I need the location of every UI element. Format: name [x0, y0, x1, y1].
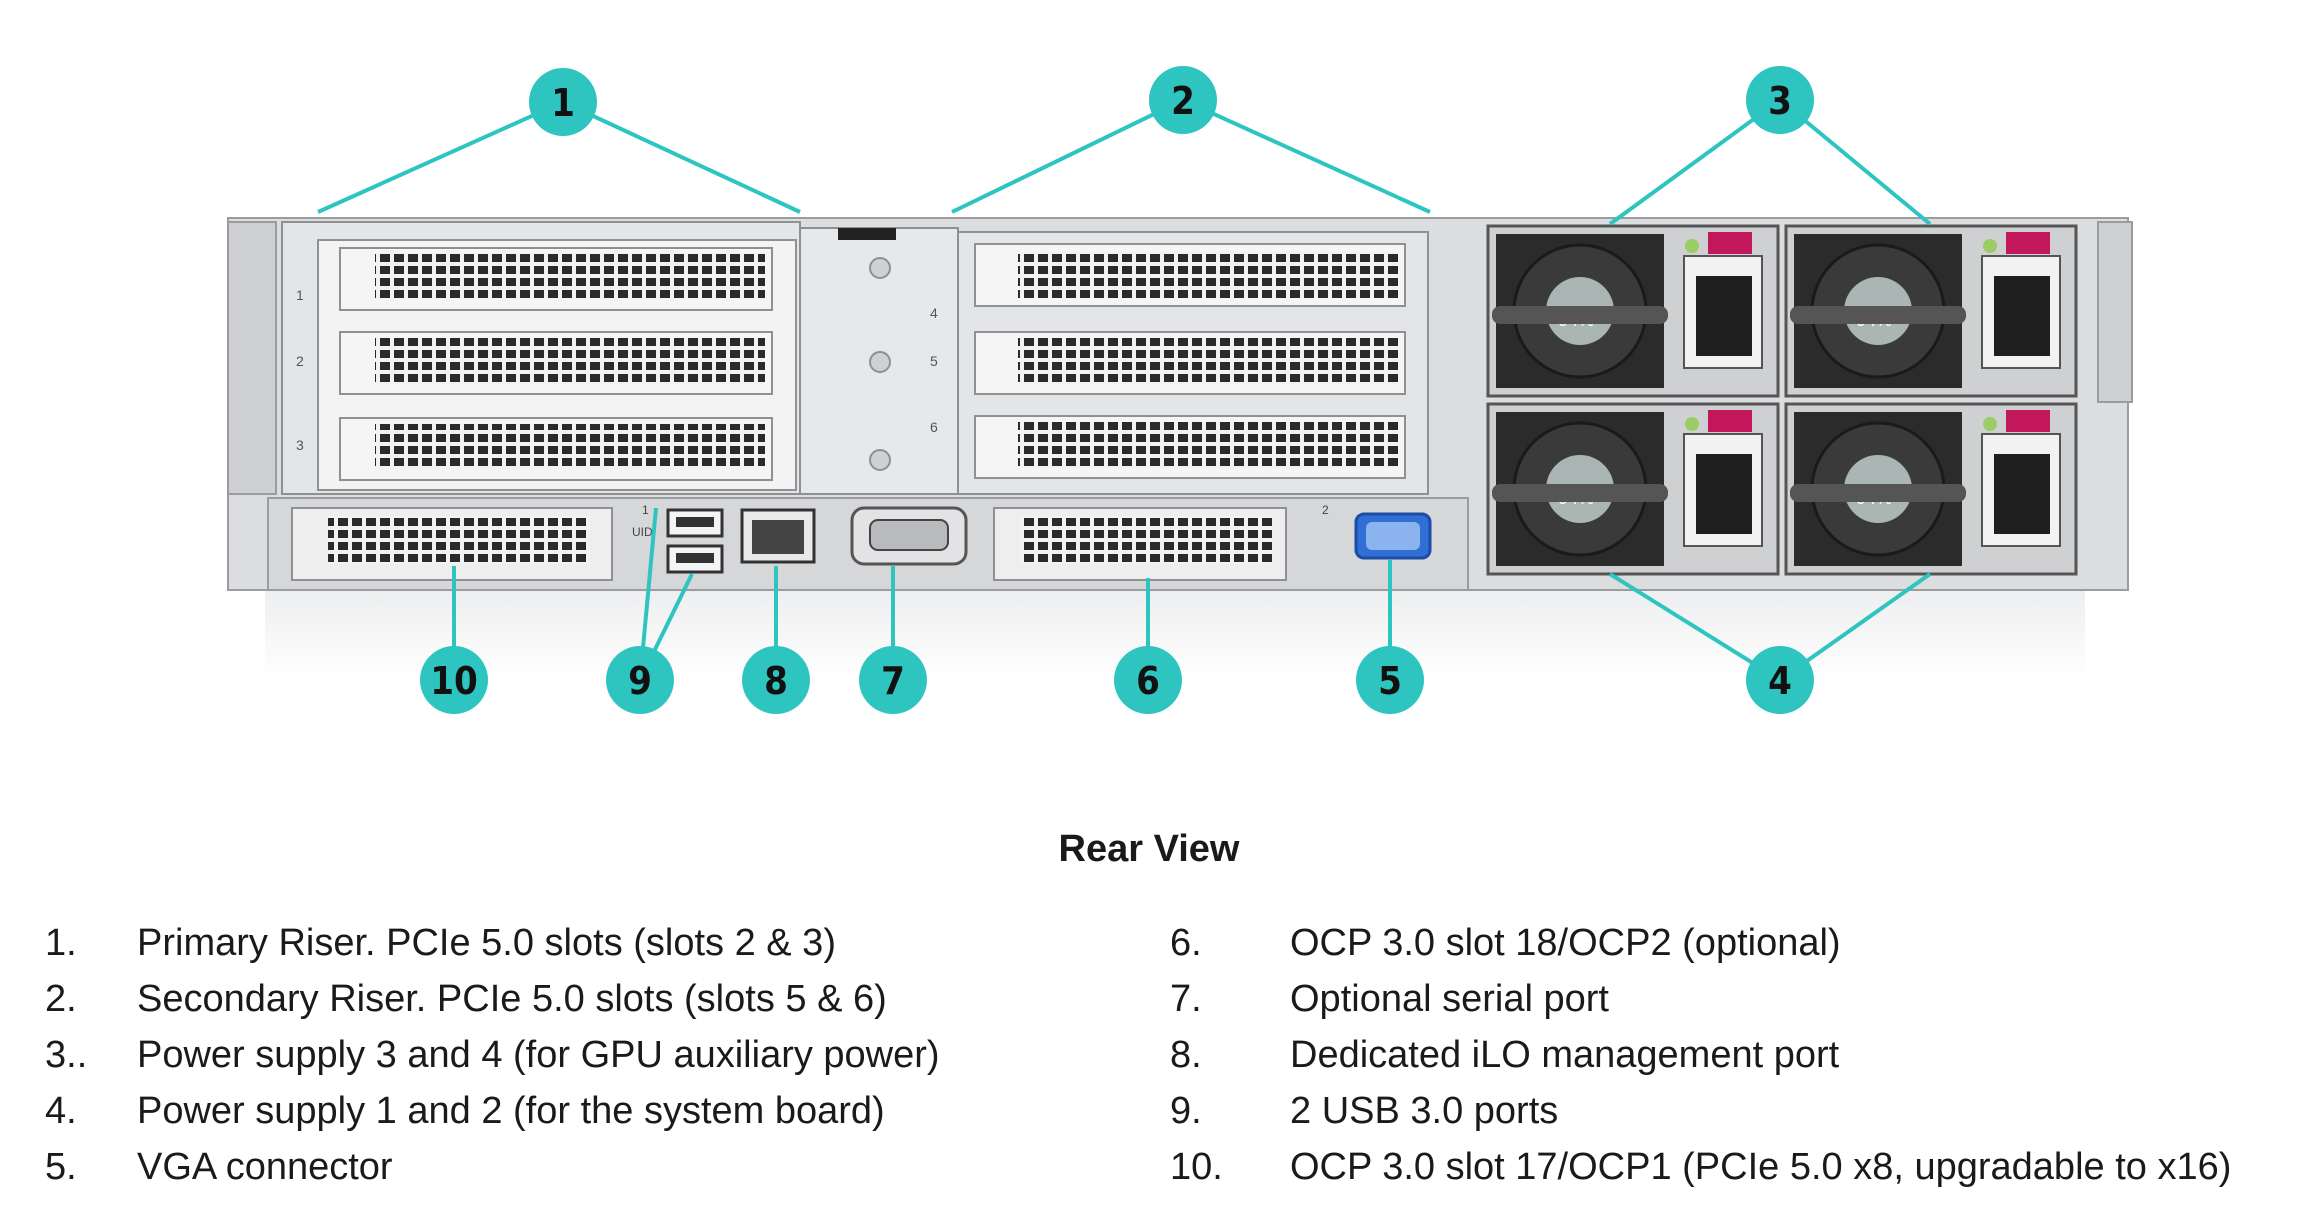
slot-label-1: 1	[296, 287, 304, 303]
legend-number: 9.	[1170, 1090, 1202, 1132]
callout-9: 9	[606, 646, 674, 714]
psu-release-handle[interactable]	[2006, 232, 2050, 254]
callout-5: 5	[1356, 646, 1424, 714]
left-mounting-ear	[227, 221, 277, 495]
psu-release-handle[interactable]	[1708, 410, 1752, 432]
power-supply-2[interactable]: 94%	[1784, 402, 2078, 576]
callout-number: 9	[628, 659, 652, 703]
io-row: UID 1 2	[267, 497, 1469, 591]
server-rear-diagram: 1 2 3 4 5 6 94%94%94%94% UID 1	[227, 66, 2133, 714]
psu-release-handle[interactable]	[2006, 410, 2050, 432]
leader-line	[1608, 98, 1782, 226]
legend-text: Optional serial port	[1290, 978, 1609, 1020]
callout-markers: 1 2 3 4 5 6 7 8 9 10	[420, 66, 1814, 714]
callout-number: 1	[551, 81, 575, 125]
legend-number: 6.	[1170, 922, 1202, 964]
callout-circle	[1149, 66, 1217, 134]
callout-3: 3	[1746, 66, 1814, 134]
legend-number: 1.	[45, 922, 77, 964]
legend-text: OCP 3.0 slot 17/OCP1 (PCIe 5.0 x8, upgra…	[1290, 1146, 2232, 1188]
callout-6: 6	[1114, 646, 1182, 714]
callout-number: 10	[430, 659, 478, 703]
legend-text: Power supply 3 and 4 (for GPU auxiliary …	[137, 1034, 940, 1076]
legend-text: OCP 3.0 slot 18/OCP2 (optional)	[1290, 922, 1841, 964]
leader-line	[317, 100, 564, 214]
legend-text: Dedicated iLO management port	[1290, 1034, 1840, 1076]
callout-1: 1	[529, 68, 597, 136]
callout-circle	[1356, 646, 1424, 714]
leader-line	[951, 98, 1184, 214]
callout-4: 4	[1746, 646, 1814, 714]
right-mounting-ear	[2097, 221, 2133, 403]
psu-release-handle[interactable]	[1708, 232, 1752, 254]
uid-label: UID	[632, 525, 653, 539]
secondary-riser-cage: 4 5 6	[930, 231, 1429, 495]
callout-number: 6	[1136, 659, 1160, 703]
callout-number: 5	[1378, 659, 1402, 703]
callout-number: 2	[1171, 79, 1195, 123]
callout-circle	[420, 646, 488, 714]
callout-circle	[1746, 66, 1814, 134]
callout-circle	[859, 646, 927, 714]
power-supply-4[interactable]: 94%	[1784, 224, 2078, 398]
legend-number: 8.	[1170, 1034, 1202, 1076]
ocp-label-2: 2	[1322, 503, 1329, 517]
callout-number: 4	[1768, 659, 1792, 703]
legend-text: 2 USB 3.0 ports	[1290, 1090, 1559, 1132]
callout-number: 7	[881, 659, 905, 703]
callout-7: 7	[859, 646, 927, 714]
legend-text: Primary Riser. PCIe 5.0 slots (slots 2 &…	[137, 922, 836, 964]
leader-line	[1182, 98, 1431, 214]
power-supply-1[interactable]: 94%	[1486, 402, 1780, 576]
slot-label-3: 3	[296, 437, 304, 453]
diagram-caption: Rear View	[1058, 828, 1240, 870]
slot-label-2: 2	[296, 353, 304, 369]
callout-circle	[1746, 646, 1814, 714]
leader-line	[562, 100, 801, 214]
power-supply-group: 94%94%94%94%	[1486, 224, 2078, 576]
ocp-label-1: 1	[642, 503, 649, 517]
legend-text: Secondary Riser. PCIe 5.0 slots (slots 5…	[137, 978, 887, 1020]
legend-number: 10.	[1170, 1146, 1223, 1188]
callout-number: 8	[764, 659, 788, 703]
callout-circle	[529, 68, 597, 136]
legend-number: 7.	[1170, 978, 1202, 1020]
callout-circle	[742, 646, 810, 714]
callout-10: 10	[420, 646, 488, 714]
callout-8: 8	[742, 646, 810, 714]
legend-number: 4.	[45, 1090, 77, 1132]
legend-text: VGA connector	[137, 1146, 393, 1188]
power-supply-3[interactable]: 94%	[1486, 224, 1780, 398]
callout-number: 3	[1768, 79, 1792, 123]
slot-label-4: 4	[930, 305, 938, 321]
legend-number: 3..	[45, 1034, 88, 1076]
callout-circle	[606, 646, 674, 714]
legend-number: 5.	[45, 1146, 77, 1188]
callout-2: 2	[1149, 66, 1217, 134]
slot-label-6: 6	[930, 419, 938, 435]
callout-circle	[1114, 646, 1182, 714]
legend-text: Power supply 1 and 2 (for the system boa…	[137, 1090, 885, 1132]
legend-number: 2.	[45, 978, 77, 1020]
slot-label-5: 5	[930, 353, 938, 369]
primary-riser-cage: 1 2 3	[281, 221, 801, 495]
